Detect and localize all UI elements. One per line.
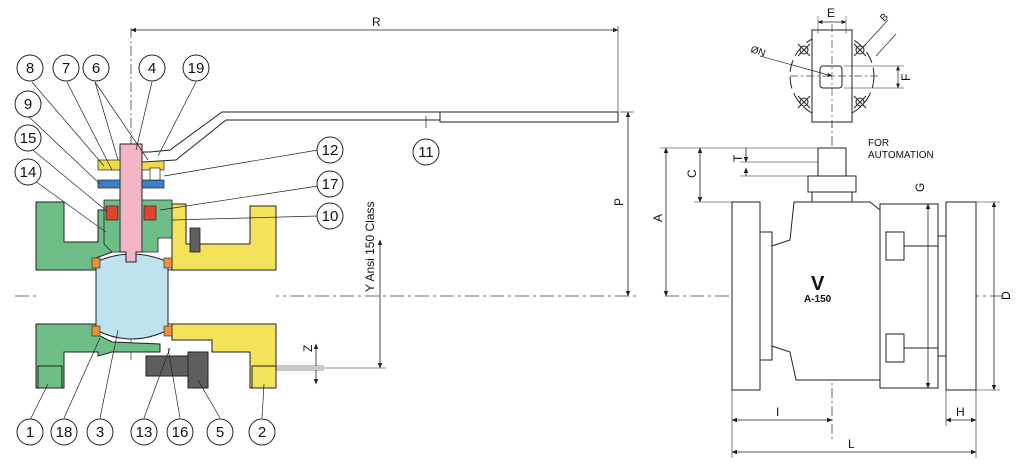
balloon-12: 12: [316, 136, 344, 164]
ext-right-flange: [945, 201, 977, 391]
balloon-14: 14: [14, 158, 42, 186]
balloon-7: 7: [52, 54, 80, 82]
svg-text:16: 16: [172, 424, 189, 441]
washer-left: [97, 179, 121, 189]
dim-P: P: [612, 198, 626, 206]
dim-F: F: [899, 74, 913, 81]
svg-text:15: 15: [20, 130, 37, 147]
dim-G: G: [913, 183, 927, 192]
dim-A: A: [651, 214, 665, 222]
dim-H: H: [956, 405, 965, 419]
automation-note-2: AUTOMATION: [868, 150, 934, 161]
svg-text:14: 14: [20, 164, 37, 181]
balloon-13: 13: [130, 418, 158, 446]
balloon-18: 18: [50, 418, 78, 446]
sectional-view: [15, 28, 640, 389]
svg-text:4: 4: [148, 60, 156, 77]
seat-right-bottom: [163, 325, 173, 337]
svg-text:8: 8: [26, 60, 34, 77]
body-rating: A-150: [804, 294, 832, 305]
left-dimensions: R P Y Ansi 150 Class Z: [130, 15, 634, 385]
svg-text:9: 9: [24, 96, 32, 113]
stop-pin: [149, 167, 161, 181]
svg-text:1: 1: [26, 424, 34, 441]
exterior-view: [665, 100, 1010, 440]
ext-left-flange: [731, 201, 761, 391]
balloon-16: 16: [166, 418, 194, 446]
balloon-17: 17: [316, 170, 344, 198]
dim-I: I: [776, 405, 779, 419]
end-cap-bottom: [171, 323, 277, 389]
svg-text:17: 17: [322, 176, 339, 193]
svg-text:6: 6: [92, 60, 100, 77]
ball: [95, 253, 169, 340]
body-logo: V: [811, 273, 825, 295]
gland-left: [97, 159, 121, 171]
svg-text:13: 13: [136, 424, 153, 441]
balloon-2: 2: [248, 418, 276, 446]
washer-right: [141, 179, 165, 189]
ext-stem-top: [817, 147, 847, 177]
seat-left-top: [91, 257, 101, 269]
end-cap-top: [171, 203, 277, 271]
handle-grip: [439, 111, 619, 123]
svg-text:12: 12: [322, 142, 339, 159]
dim-E: E: [827, 6, 835, 20]
balloon-6: 6: [82, 54, 110, 82]
packing-left: [105, 205, 119, 221]
svg-text:3: 3: [96, 424, 104, 441]
top-bolt: [189, 227, 201, 253]
left-flange-foot: [37, 365, 63, 389]
svg-text:7: 7: [62, 60, 70, 77]
dim-Z: Z: [301, 345, 315, 352]
right-dimensions: [660, 147, 1000, 458]
svg-text:5: 5: [216, 424, 224, 441]
balloon-10: 10: [316, 202, 344, 230]
balloon-15: 15: [14, 124, 42, 152]
ext-bolt-bottom: [885, 333, 905, 363]
balloon-11: 11: [412, 138, 440, 166]
bolt-nut: [187, 351, 209, 389]
dim-D: D: [999, 291, 1013, 300]
balloon-1: 1: [16, 418, 44, 446]
seat-left-bottom: [91, 325, 101, 337]
svg-text:18: 18: [56, 424, 73, 441]
top-view: [759, 16, 904, 130]
dim-R: R: [372, 15, 381, 29]
svg-text:11: 11: [418, 144, 434, 161]
balloon-8: 8: [16, 54, 44, 82]
dim-B: B: [878, 11, 891, 24]
automation-note-1: FOR: [868, 138, 889, 149]
svg-text:2: 2: [258, 424, 266, 441]
dim-Y: Y Ansi 150 Class: [363, 202, 377, 293]
dim-T: T: [731, 154, 745, 162]
balloon-3: 3: [86, 418, 114, 446]
ext-body: [771, 201, 881, 381]
seat-right-top: [163, 257, 173, 269]
balloon-19: 19: [182, 54, 210, 82]
dim-L: L: [848, 437, 855, 451]
balloon-5: 5: [206, 418, 234, 446]
dim-N: ØN: [749, 44, 767, 59]
balloon-9: 9: [14, 90, 42, 118]
part-balloons: 1 18 3 13 16 5 2 8 7 6 4 19 9 15 14 12 1…: [14, 54, 440, 446]
stem: [119, 143, 143, 263]
svg-text:10: 10: [322, 208, 339, 225]
dim-C: C: [685, 169, 699, 178]
svg-text:19: 19: [188, 60, 205, 77]
leaders: [27, 81, 427, 421]
packing-right: [143, 205, 157, 221]
balloon-4: 4: [138, 54, 166, 82]
ext-bolt-top: [885, 231, 905, 261]
